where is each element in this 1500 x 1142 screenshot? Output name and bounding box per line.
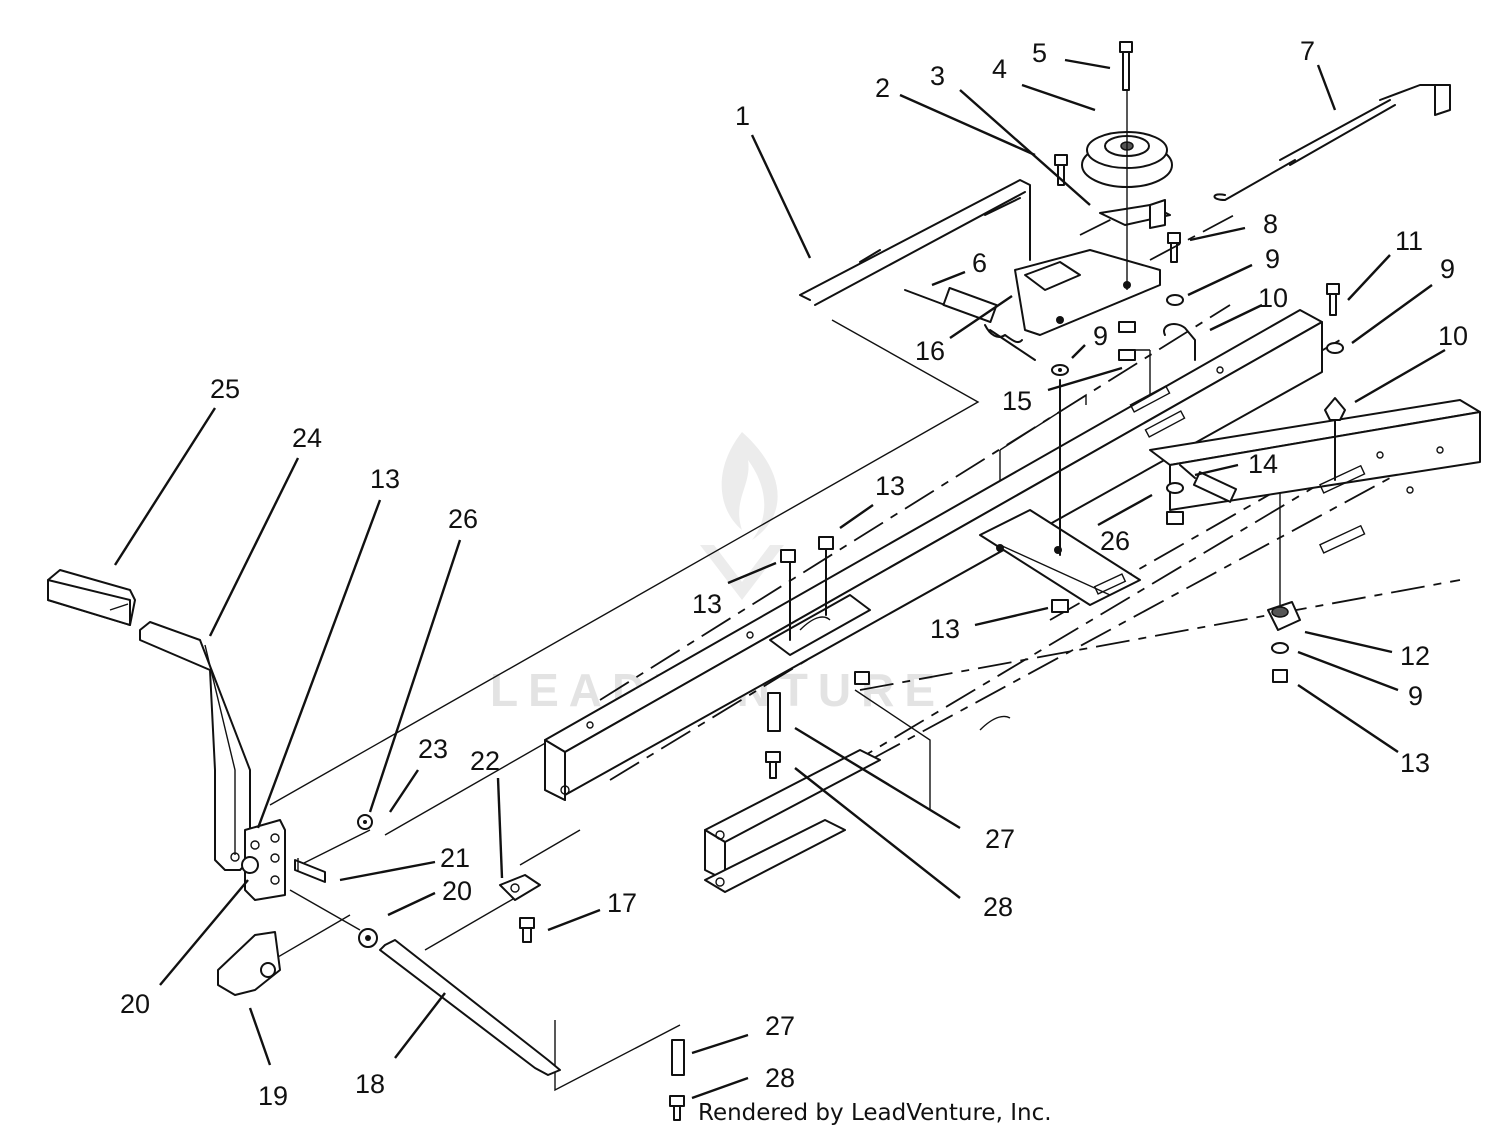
callout-10-b: 10: [1438, 321, 1468, 351]
callout-21: 21: [440, 843, 470, 873]
callout-labels: 1 2 3 4 5 6 7 8 9 9 9 9 10 10 11 12 13 1…: [120, 36, 1468, 1111]
part-14-spring: [1179, 464, 1238, 503]
part-1-rod: [799, 179, 1031, 306]
part-18-link-rod: [379, 939, 561, 1076]
callout-4: 4: [992, 54, 1007, 84]
callout-13-b: 13: [875, 471, 905, 501]
callout-6: 6: [972, 248, 987, 278]
stack-1335: [1324, 283, 1346, 481]
callout-20-b: 20: [120, 989, 150, 1019]
callout-28-a: 28: [983, 892, 1013, 922]
callout-23: 23: [418, 734, 448, 764]
part-3-bracket: [1099, 199, 1171, 229]
callout-13-d: 13: [930, 614, 960, 644]
callout-7: 7: [1300, 36, 1315, 66]
part-5-bolt: [1119, 41, 1133, 290]
watermark-logo: [700, 432, 784, 600]
part-21-pin: [294, 858, 326, 883]
render-credit: Rendered by LeadVenture, Inc.: [698, 1100, 1052, 1126]
callout-13-a: 13: [370, 464, 400, 494]
part-23-washer: [357, 814, 373, 830]
part-22-clip: [499, 874, 541, 901]
callout-9-c: 9: [1440, 254, 1455, 284]
callout-22: 22: [470, 746, 500, 776]
callout-17: 17: [607, 888, 637, 918]
callout-9-d: 9: [1408, 681, 1423, 711]
spacer-bolt-lower: [669, 1039, 685, 1121]
nuts-13-center: [780, 536, 870, 685]
callout-2: 2: [875, 73, 890, 103]
callout-9-b: 9: [1093, 321, 1108, 351]
callout-16: 16: [915, 336, 945, 366]
front-cross-bracket: [979, 509, 1141, 606]
callout-9-a: 9: [1265, 244, 1280, 274]
part-6-16-spring: [904, 286, 1036, 361]
callout-13-e: 13: [1400, 748, 1430, 778]
callout-27-b: 27: [765, 1011, 795, 1041]
center-plate: [769, 594, 871, 656]
callout-26-a: 26: [448, 504, 478, 534]
callout-26-b: 26: [1100, 526, 1130, 556]
callout-25: 25: [210, 374, 240, 404]
callout-20-a: 20: [442, 876, 472, 906]
callout-5: 5: [1032, 38, 1047, 68]
callout-8: 8: [1263, 209, 1278, 239]
stack-1175: [1163, 232, 1196, 525]
stack-1127: [1118, 321, 1136, 361]
part-17-bolt: [519, 917, 535, 943]
part-25-pedal-pad: [47, 569, 136, 626]
part-20-washer: [358, 928, 378, 948]
part-19-bracket: [217, 931, 281, 996]
part-7-spring: [1213, 84, 1451, 201]
callout-14: 14: [1248, 449, 1278, 479]
callout-leaders: [113, 58, 1446, 1100]
spacer-bolt-center: [765, 692, 781, 779]
callout-19: 19: [258, 1081, 288, 1111]
idler-bracket: [1014, 249, 1161, 336]
callout-10-a: 10: [1258, 283, 1288, 313]
callout-24: 24: [292, 423, 322, 453]
pedal-mount-plate: [230, 819, 286, 901]
rear-lower-bracket: [704, 715, 1011, 893]
callout-3: 3: [930, 61, 945, 91]
callout-13-c: 13: [692, 589, 722, 619]
callout-28-b: 28: [765, 1063, 795, 1093]
stack-1280: [1267, 601, 1301, 683]
callout-12: 12: [1400, 641, 1430, 671]
frame-rail-left: [544, 309, 1323, 801]
part-24-pedal-arm: [139, 621, 251, 871]
callout-1: 1: [735, 101, 750, 131]
stack-1060: [1051, 154, 1069, 613]
callout-11: 11: [1395, 226, 1423, 256]
callout-15: 15: [1002, 386, 1032, 416]
frame-rail-right: [1149, 399, 1481, 554]
callout-27-a: 27: [985, 824, 1015, 854]
callout-18: 18: [355, 1069, 385, 1099]
